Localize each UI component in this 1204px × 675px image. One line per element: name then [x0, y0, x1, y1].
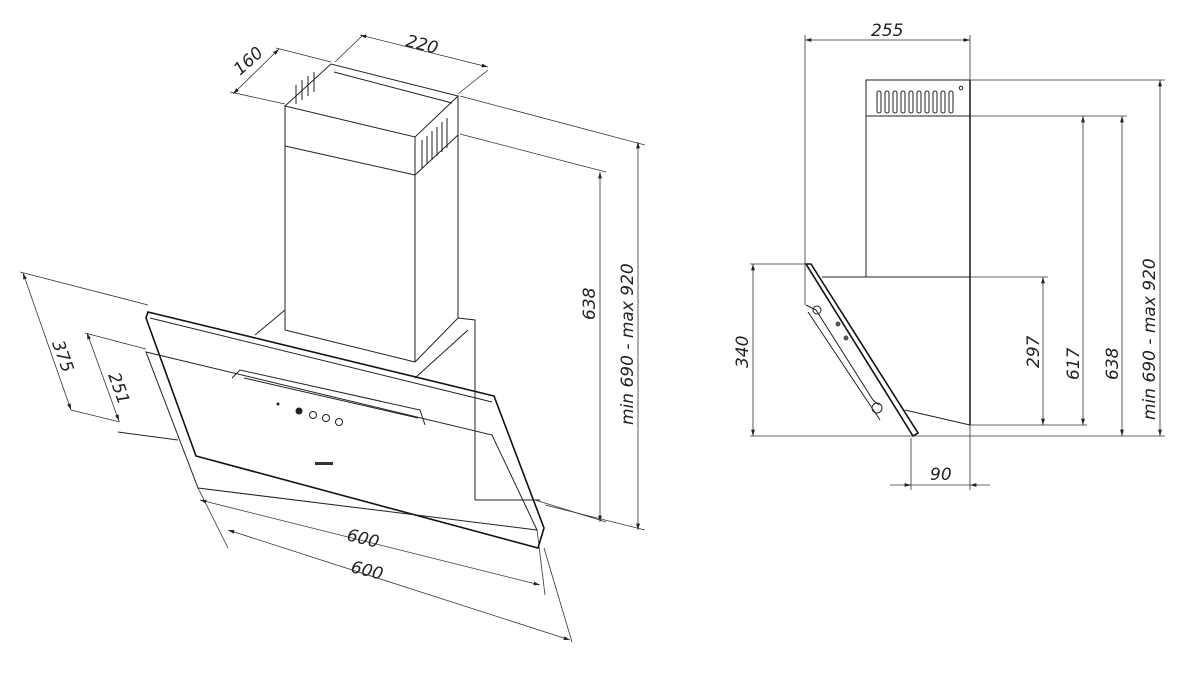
dim-chimney-depth: 160	[230, 43, 267, 80]
control-button	[322, 414, 330, 422]
dim-body-width: 600	[349, 557, 385, 584]
control-button	[309, 411, 317, 419]
side-view: 255 340 297 617 638 min 690 - max 920 90	[733, 21, 1165, 490]
dim-glass-width: 600	[345, 525, 381, 552]
dim-panel-offset: 90	[930, 465, 952, 485]
vent-slots	[295, 72, 448, 168]
iso-dimension-lines	[19, 34, 646, 643]
brand-logo	[315, 462, 333, 465]
control-button	[295, 407, 303, 415]
dim-chimney-to-body: 617	[1064, 347, 1084, 380]
isometric-view: 220 160 638 min 690 - max 920 375 251 60…	[19, 31, 646, 643]
chimney	[283, 63, 460, 363]
side-glass-panel	[804, 263, 920, 438]
side-dimension-lines	[750, 35, 1165, 490]
dim-panel-depth-inner: 251	[103, 370, 133, 407]
front-glass-panel	[117, 351, 538, 531]
side-vent-slots	[876, 85, 964, 114]
side-hood-body	[822, 80, 971, 426]
dim-side-chimney-height: 638	[1103, 347, 1123, 380]
dim-total-height: min 690 - max 920	[618, 263, 638, 425]
control-button	[335, 418, 343, 426]
dim-panel-depth-outer: 375	[47, 338, 77, 375]
dim-panel-height: 340	[733, 336, 753, 368]
dim-total-depth: 255	[871, 21, 903, 41]
dim-body-height: 297	[1024, 335, 1044, 368]
back-glass-panel	[145, 311, 545, 549]
dim-chimney-height: 638	[580, 287, 600, 320]
dim-chimney-width: 220	[404, 31, 440, 58]
side-chimney	[865, 79, 971, 278]
control-buttons	[276, 402, 343, 465]
dim-side-total-height: min 690 - max 920	[1140, 258, 1160, 420]
indicator-dot	[276, 402, 280, 406]
